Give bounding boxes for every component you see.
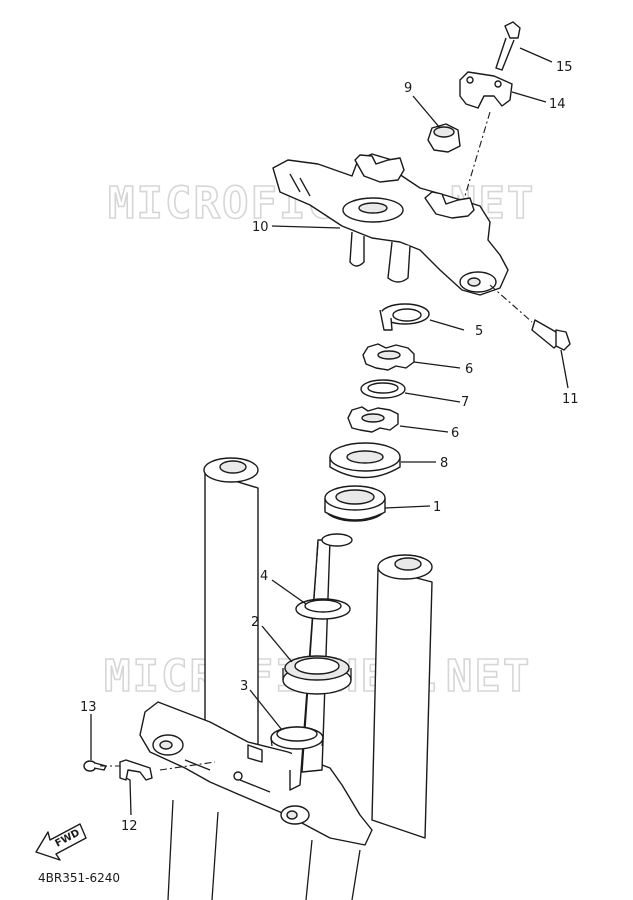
part-11-pinch-bolt	[531, 319, 571, 351]
part-2-bearing	[282, 655, 352, 695]
callout-numbers: 1 2 3 4 5 6 6 7 8 9 10 11 12 13 14 15	[80, 60, 579, 834]
callout-11: 11	[562, 392, 579, 407]
part-12-clamp	[119, 759, 153, 781]
callout-10: 10	[252, 220, 269, 235]
part-7-lock-washer	[360, 379, 406, 399]
callout-4: 4	[260, 569, 268, 584]
callout-5: 5	[475, 324, 483, 339]
diagram-code: 4BR351-6240	[38, 871, 120, 885]
part-10-upper-bracket	[272, 153, 509, 296]
callout-13: 13	[80, 700, 97, 715]
callout-3: 3	[240, 679, 248, 694]
left-fork-tube	[167, 457, 259, 900]
callout-12: 12	[121, 819, 138, 834]
part-9-cap-nut	[427, 123, 461, 153]
callout-8: 8	[440, 456, 448, 471]
callout-15: 15	[556, 60, 573, 75]
fwd-arrow: FWD	[35, 823, 87, 861]
assembly-lines	[100, 111, 533, 771]
right-fork-tube	[305, 554, 433, 900]
part-6-lock-nut-upper	[362, 343, 415, 371]
callout-2: 2	[251, 615, 259, 630]
callout-7: 7	[461, 395, 469, 410]
part-3-bearing-race	[270, 726, 324, 750]
part-14-handlebar-holder	[459, 71, 513, 109]
under-bracket	[139, 701, 373, 846]
part-1-ring-nut	[324, 485, 386, 522]
part-8-cover	[329, 442, 401, 479]
callout-6b: 6	[451, 426, 459, 441]
callout-6a: 6	[465, 362, 473, 377]
callout-14: 14	[549, 97, 566, 112]
callout-1: 1	[433, 500, 441, 515]
callout-9: 9	[404, 81, 412, 96]
part-4-seal	[295, 598, 351, 620]
part-5-tab-washer	[379, 303, 430, 331]
part-6-lock-nut-lower	[347, 406, 399, 433]
leader-lines	[90, 47, 569, 816]
part-15-bolt	[495, 21, 521, 71]
